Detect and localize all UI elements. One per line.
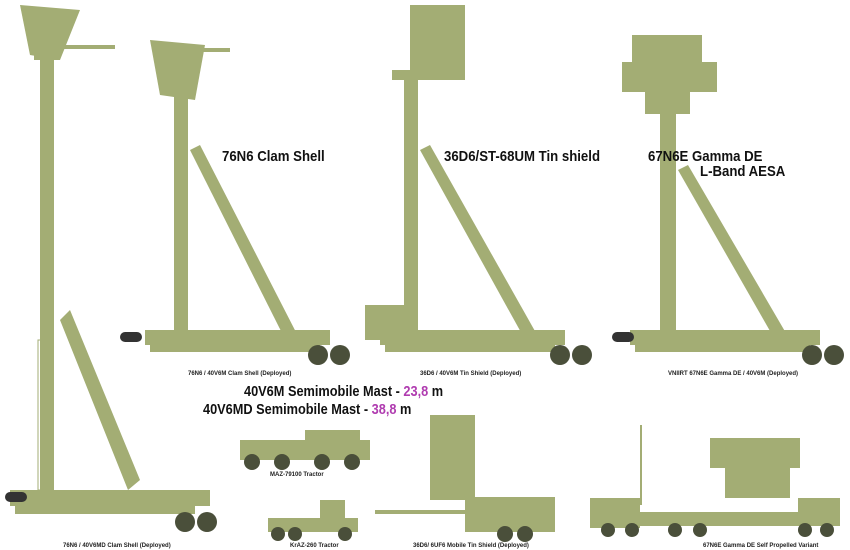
mobile-tin-shield <box>375 415 555 542</box>
maz-tractor <box>240 430 370 470</box>
title-gamma-line1: 67N6E Gamma DE <box>648 148 763 165</box>
title-gamma-line2: L-Band AESA <box>700 163 786 180</box>
caption: 76N6 / 40V6M Clam Shell (Deployed) <box>188 371 292 377</box>
caption: 67N6E Gamma DE Self Propelled Variant <box>703 543 819 549</box>
caption: KrAZ-260 Tractor <box>290 543 339 549</box>
mast-40v6m-label: 40V6M Semimobile Mast - 23,8 m <box>244 383 444 400</box>
gamma-de-vehicle <box>612 35 844 365</box>
caption: 76N6 / 40V6MD Clam Shell (Deployed) <box>63 543 171 549</box>
caption: VNIIRT 67N6E Gamma DE / 40V6M (Deployed) <box>668 371 799 377</box>
gamma-self-propelled <box>590 425 840 537</box>
clam-shell-vehicle <box>120 40 350 365</box>
mast-40v6md-height: 38,8 <box>371 401 397 418</box>
caption: 36D6/ 6UF6 Mobile Tin Shield (Deployed) <box>413 543 529 549</box>
title-tin-shield: 36D6/ST-68UM Tin shield <box>444 148 601 165</box>
tall-mast-vehicle <box>5 5 217 532</box>
title-clam-shell: 76N6 Clam Shell <box>222 148 325 165</box>
tin-shield-vehicle <box>365 5 592 365</box>
kraz-tractor <box>268 500 358 541</box>
mast-40v6m-height: 23,8 <box>403 383 429 400</box>
caption: MAZ-79100 Tractor <box>270 472 324 478</box>
caption: 36D6 / 40V6M Tin Shield (Deployed) <box>420 371 522 377</box>
mast-40v6md-label: 40V6MD Semimobile Mast - 38,8 m <box>203 401 412 418</box>
